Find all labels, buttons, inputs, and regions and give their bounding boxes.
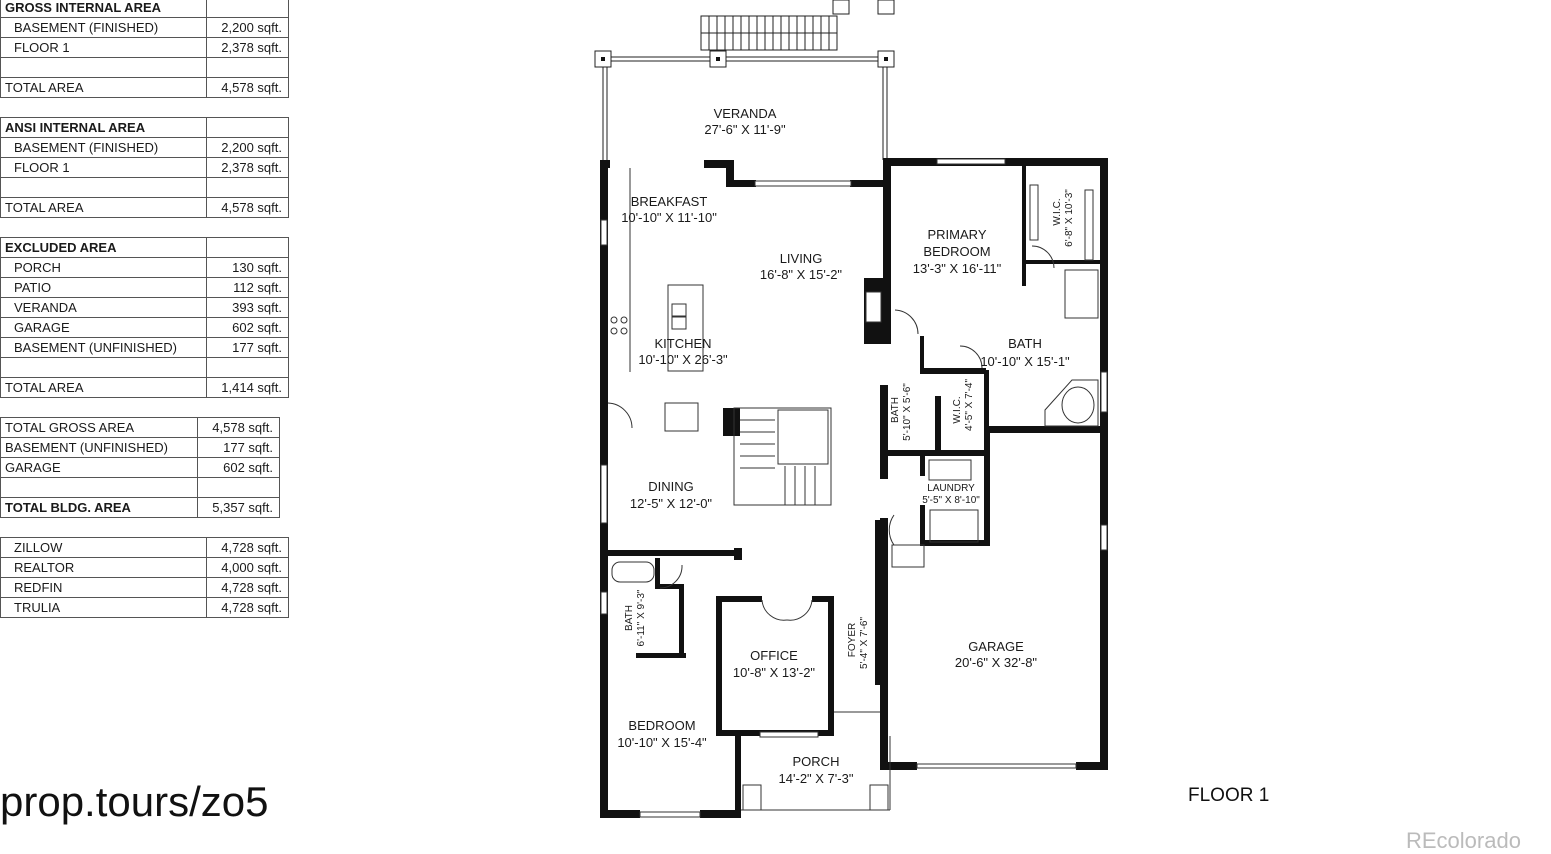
room-bath2-name: BATH: [624, 605, 635, 631]
row-value: 130 sqft.: [206, 257, 289, 278]
row-label: TRULIA: [0, 597, 207, 618]
room-dining-dims: 12'-5" X 12'-0": [630, 496, 713, 511]
room-bath2-dims: 6'-11" X 9'-3": [636, 589, 647, 646]
room-porch-dims: 14'-2" X 7'-3": [779, 771, 854, 786]
row-value: 4,578 sqft.: [197, 417, 280, 438]
row-value: 4,728 sqft.: [206, 537, 289, 558]
room-kitchen-dims: 10'-10" X 26'-3": [638, 352, 728, 367]
row-value: 4,000 sqft.: [206, 557, 289, 578]
room-breakfast-dims: 10'-10" X 11'-10": [621, 210, 717, 225]
room-wic-small-name: W.I.C.: [952, 396, 963, 423]
room-veranda-dims: 27'-6" X 11'-9": [704, 122, 786, 137]
room-garage-name: GARAGE: [968, 639, 1024, 654]
windows: [600, 158, 1108, 818]
row-label: BASEMENT (UNFINISHED): [0, 337, 207, 358]
table-title: GROSS INTERNAL AREA: [0, 0, 207, 18]
room-labels: VERANDA 27'-6" X 11'-9" BREAKFAST 10'-10…: [617, 106, 1075, 786]
room-wic-primary-name: W.I.C.: [1052, 198, 1063, 225]
row-label: VERANDA: [0, 297, 207, 318]
room-wic-primary-dims: 6'-8" X 10'-3": [1064, 189, 1075, 247]
ansi-internal-area-table: ANSI INTERNAL AREA BASEMENT (FINISHED)2,…: [0, 117, 289, 218]
room-office-name: OFFICE: [750, 648, 798, 663]
veranda-stair-treads: [708, 16, 830, 50]
room-primary-bedroom-name2: BEDROOM: [923, 244, 990, 259]
row-label: PORCH: [0, 257, 207, 278]
room-foyer-name: FOYER: [847, 623, 858, 657]
room-garage-dims: 20'-6" X 32'-8": [955, 655, 1038, 670]
room-breakfast-name: BREAKFAST: [631, 194, 708, 209]
row-value: 602 sqft.: [206, 317, 289, 338]
row-value: 2,200 sqft.: [206, 137, 289, 158]
room-half-bath-dims: 5'-10" X 5'-6": [902, 383, 913, 441]
total-value: 4,578 sqft.: [206, 197, 289, 218]
room-foyer-dims: 5'-4" X 7'-6": [859, 617, 870, 670]
row-label: BASEMENT (FINISHED): [0, 17, 207, 38]
room-primary-bedroom-name: PRIMARY: [928, 227, 987, 242]
room-bedroom-dims: 10'-10" X 15'-4": [617, 735, 707, 750]
room-porch-name: PORCH: [793, 754, 840, 769]
row-value: 112 sqft.: [206, 277, 289, 298]
room-veranda-name: VERANDA: [714, 106, 777, 121]
floor-label: FLOOR 1: [1188, 785, 1270, 806]
room-primary-bedroom-dims: 13'-3" X 16'-11": [913, 261, 1002, 276]
room-half-bath-name: BATH: [890, 397, 901, 423]
total-value: 5,357 sqft.: [197, 497, 280, 518]
watermark: REcolorado: [1406, 828, 1521, 853]
total-label: TOTAL AREA: [0, 197, 207, 218]
total-label: TOTAL BLDG. AREA: [0, 497, 198, 518]
room-living-dims: 16'-8" X 15'-2": [760, 267, 843, 282]
row-value: 2,378 sqft.: [206, 157, 289, 178]
room-living-name: LIVING: [780, 251, 823, 266]
table-title: ANSI INTERNAL AREA: [0, 117, 207, 138]
gross-internal-area-table: GROSS INTERNAL AREA BASEMENT (FINISHED)2…: [0, 0, 289, 98]
row-label: FLOOR 1: [0, 37, 207, 58]
room-wic-small-dims: 4'-5" X 7'-4": [964, 379, 975, 432]
room-kitchen-name: KITCHEN: [654, 336, 711, 351]
total-label: TOTAL AREA: [0, 77, 207, 98]
room-primary-bath-name: BATH: [1008, 336, 1042, 351]
room-laundry-dims: 5'-5" X 8'-10": [922, 495, 980, 506]
tour-url: prop.tours/zo5: [0, 778, 269, 825]
total-value: 1,414 sqft.: [206, 377, 289, 398]
room-primary-bath-dims: 10'-10" X 15'-1": [980, 354, 1070, 369]
row-value: 4,728 sqft.: [206, 597, 289, 618]
row-label: GARAGE: [0, 457, 198, 478]
total-value: 4,578 sqft.: [206, 77, 289, 98]
row-value: 177 sqft.: [197, 437, 280, 458]
room-dining-name: DINING: [648, 479, 694, 494]
room-laundry-name: LAUNDRY: [927, 483, 975, 494]
kitchen-fixtures: [607, 168, 1099, 811]
room-office-dims: 10'-8" X 13'-2": [733, 665, 816, 680]
room-bedroom-name: BEDROOM: [628, 718, 695, 733]
